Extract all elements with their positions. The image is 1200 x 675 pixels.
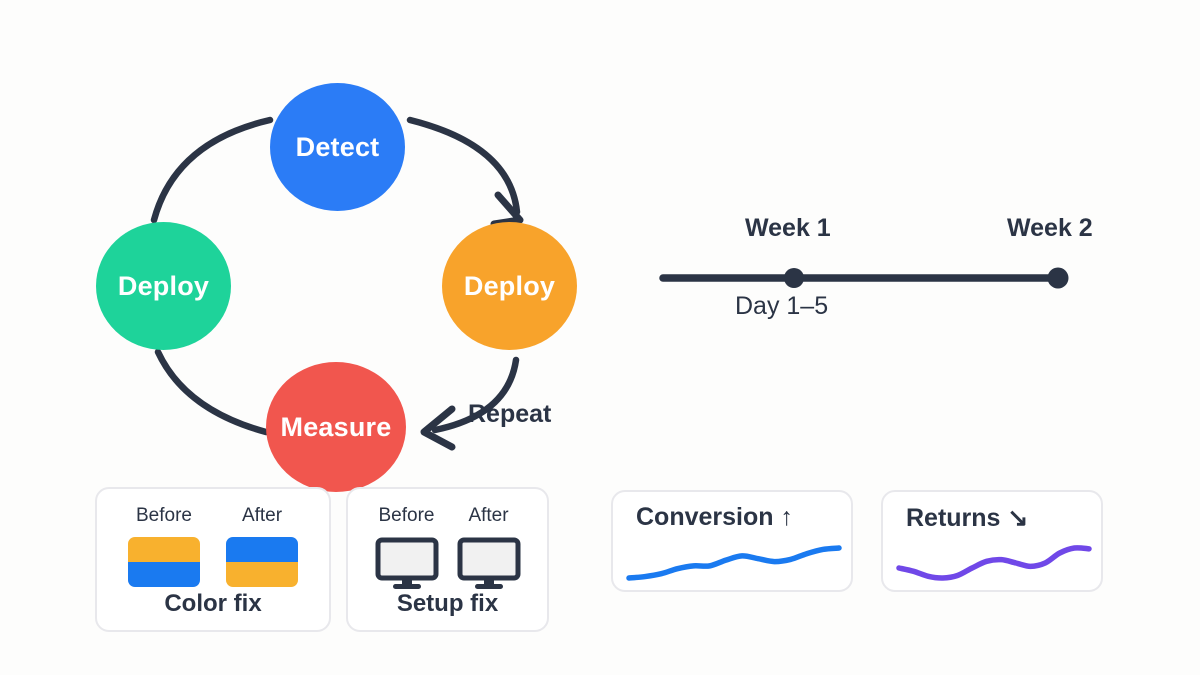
timeline-label-week1: Week 1 (745, 214, 831, 242)
color-fix-after-label: After (241, 505, 283, 526)
timeline-label-day-range: Day 1–5 (735, 292, 829, 320)
cycle-node-deploy-right[interactable]: Deploy (442, 222, 577, 350)
color-fix-after: After (226, 505, 298, 587)
cycle-node-measure-label: Measure (280, 411, 392, 442)
color-swatch-before-bottom (128, 562, 200, 587)
conversion-sparkline (626, 545, 842, 581)
setup-fix-after: After (457, 505, 521, 591)
color-swatch-before-top (128, 537, 200, 562)
arc-measure-to-deploy (154, 348, 270, 436)
arc-deploy-to-detect (150, 116, 274, 224)
returns-title: Returns ↘ (906, 504, 1029, 532)
setup-fix-caption: Setup fix (396, 590, 499, 617)
card-color-fix[interactable]: Before After Color fix (95, 487, 331, 632)
cycle-node-deploy-left-label: Deploy (117, 270, 210, 301)
color-swatch-after-top (226, 537, 298, 562)
timeline-label-week2: Week 2 (1007, 214, 1093, 242)
color-swatch-after-bottom (226, 562, 298, 587)
cycle-node-measure[interactable]: Measure (266, 362, 406, 492)
monitor-icon (457, 537, 520, 589)
setup-fix-after-label: After (468, 505, 509, 526)
timeline: Week 1 Week 2 Day 1–5 (655, 205, 1125, 345)
setup-fix-before-label: Before (378, 505, 435, 526)
color-swatch-after (226, 537, 298, 587)
cycle-arrows (150, 116, 524, 451)
monitor-icon (375, 537, 438, 589)
returns-sparkline (896, 545, 1092, 581)
arc-detect-to-deploy (406, 116, 521, 216)
timeline-track[interactable] (655, 205, 1125, 345)
color-fix-caption: Color fix (164, 590, 262, 617)
timeline-marker-week2[interactable] (1047, 267, 1069, 289)
color-fix-before: Before (128, 505, 200, 587)
arrowhead-deploy-to-measure (420, 405, 456, 451)
color-fix-comparison: Before After (97, 489, 329, 587)
setup-fix-before: Before (375, 505, 439, 591)
conversion-title: Conversion ↑ (636, 503, 793, 531)
cycle-node-deploy-left[interactable]: Deploy (96, 222, 231, 350)
card-conversion[interactable]: Conversion ↑ (611, 490, 853, 592)
card-returns[interactable]: Returns ↘ (881, 490, 1103, 592)
setup-fix-comparison: Before After (348, 489, 547, 591)
repeat-label: Repeat (468, 400, 552, 428)
cycle-diagram: Detect Deploy Measure Deploy Repeat (80, 60, 600, 492)
color-fix-before-label: Before (136, 505, 192, 526)
cycle-node-detect[interactable]: Detect (270, 83, 405, 211)
card-setup-fix[interactable]: Before After Setup fix (346, 487, 549, 632)
timeline-marker-week1[interactable] (784, 268, 804, 288)
color-swatch-before (128, 537, 200, 587)
cycle-node-detect-label: Detect (295, 131, 380, 162)
cycle-node-deploy-right-label: Deploy (463, 270, 556, 301)
arc-deploy-to-measure (431, 356, 520, 434)
